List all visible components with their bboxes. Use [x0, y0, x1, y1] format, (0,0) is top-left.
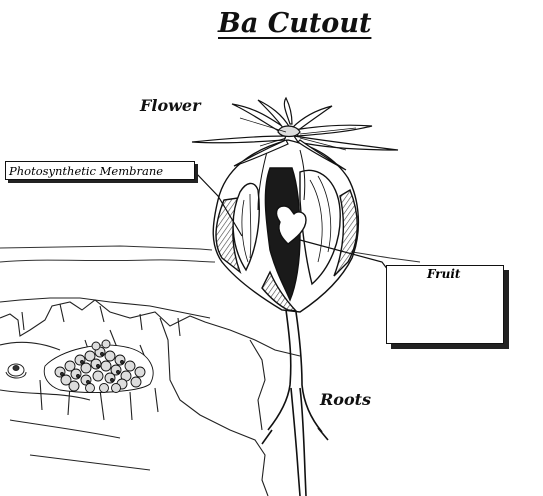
- seed-cluster: [43, 339, 154, 393]
- label-fruit: Fruit: [427, 267, 461, 281]
- root-system: [261, 309, 329, 496]
- label-flower: Flower: [140, 96, 201, 115]
- label-photosynthetic-membrane: Photosynthetic Membrane: [5, 161, 195, 180]
- diagram-title: Ba Cutout: [218, 8, 372, 39]
- flower-petals: [191, 96, 399, 171]
- soil-cutaway: [0, 297, 301, 496]
- ground-surface: [0, 245, 421, 263]
- fruit-inset-box: Fruit: [386, 265, 504, 344]
- pod-body: [212, 139, 360, 313]
- small-pod: [5, 363, 27, 379]
- label-roots: Roots: [320, 390, 372, 409]
